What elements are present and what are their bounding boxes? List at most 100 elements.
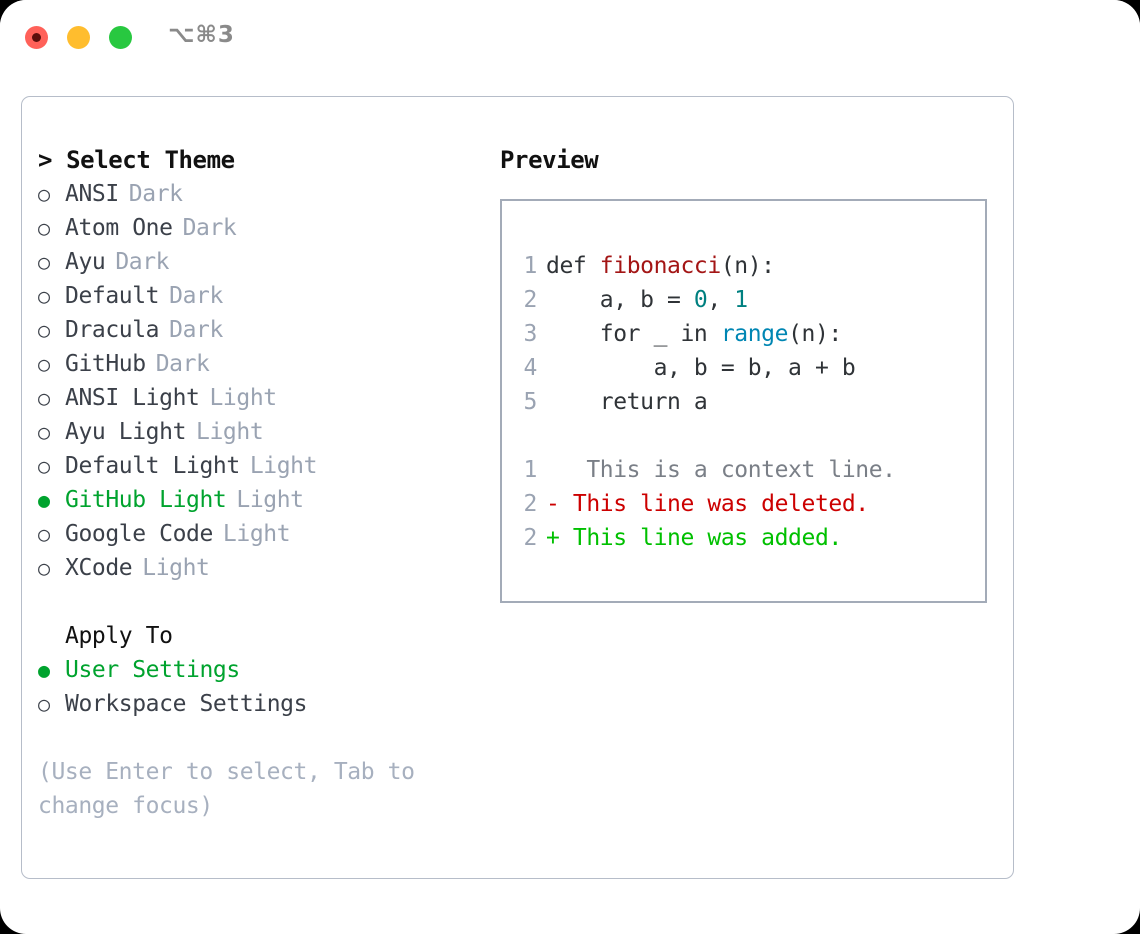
theme-option-tag: Dark [169,283,223,309]
code-token-num: 1 [734,287,748,313]
theme-option-tag: Light [196,419,264,445]
radio-unselected-icon: ○ [38,284,50,308]
apply-option-user-settings[interactable]: ● User Settings [38,653,488,687]
maximize-button[interactable] [109,26,132,49]
theme-option-tag: Dark [115,249,170,275]
column-spacer [38,585,488,619]
code-token-plain: (n): [720,253,775,279]
code-token-plain: , [707,287,735,313]
radio-unselected-icon: ○ [38,522,50,546]
radio-unselected-icon: ○ [38,454,50,478]
code-line-number: 5 [523,389,538,415]
theme-option-label: Ayu [65,249,106,275]
theme-option-github-light[interactable]: ● GitHub Light Light [38,483,488,517]
theme-option-label: Dracula [65,317,160,343]
theme-option-google-code[interactable]: ○ Google Code Light [38,517,488,551]
close-button[interactable] [25,26,48,49]
apply-option-label: User Settings [65,657,240,683]
theme-option-tag: Dark [182,215,237,241]
apply-option-label: Workspace Settings [65,691,308,717]
code-line-number: 1 [523,253,538,279]
diff-line-del: 2 - This line was deleted. [502,487,985,521]
window-controls [25,26,132,49]
theme-option-tag: Light [249,453,318,479]
code-line-number: 3 [523,321,538,347]
apply-to-list[interactable]: ● User Settings ○ Workspace Settings [38,653,488,721]
radio-selected-icon: ● [38,488,50,512]
theme-option-label: ANSI [65,181,119,207]
code-token-plain: a, b = [546,287,694,313]
theme-option-label: XCode [65,555,133,581]
theme-option-label: ANSI Light [65,385,200,411]
theme-option-tag: Light [222,521,291,547]
theme-option-label: Default Light [65,453,240,479]
code-line-text: a, b = 0, 1 [546,283,748,317]
code-line-number: 4 [523,355,538,381]
theme-option-label: GitHub Light [65,487,227,513]
radio-selected-icon: ● [38,658,50,682]
theme-option-ansi-light[interactable]: ○ ANSI Light Light [38,381,488,415]
code-line-text: return a [546,385,708,419]
theme-option-tag: Light [142,555,210,581]
radio-unselected-icon: ○ [38,420,50,444]
minimize-button[interactable] [67,26,90,49]
radio-unselected-icon: ○ [38,216,50,240]
theme-option-default-light[interactable]: ○ Default Light Light [38,449,488,483]
theme-option-tag: Light [209,385,277,411]
diff-line-text: This is a context line. [546,457,896,483]
theme-option-default[interactable]: ○ Default Dark [38,279,488,313]
code-token-call: range [720,321,789,347]
theme-option-atom-one[interactable]: ○ Atom One Dark [38,211,488,245]
select-theme-header: > Select Theme [38,146,235,174]
code-line: 2 a, b = 0, 1 [502,283,985,317]
theme-option-label: Ayu Light [65,419,187,445]
diff-line-number: 2 [523,491,538,517]
theme-option-label: Atom One [65,215,173,241]
theme-option-label: Google Code [65,521,213,547]
diff-line-add: 2+ This line was added. [502,521,985,555]
diff-line-text: - This line was deleted. [546,491,869,517]
theme-option-ayu[interactable]: ○ Ayu Dark [38,245,488,279]
code-token-plain: def [546,253,600,279]
radio-unselected-icon: ○ [38,692,50,716]
code-line-number: 2 [523,287,538,313]
code-line: 4 a, b = b, a + b [502,351,985,385]
radio-unselected-icon: ○ [38,182,50,206]
theme-option-label: GitHub [65,351,146,377]
diff-line-number: 1 [523,457,538,483]
theme-option-label: Default [65,283,160,309]
keyboard-hint-text: (Use Enter to select, Tab to change focu… [38,759,415,819]
code-token-num: 0 [693,287,708,313]
theme-option-ansi[interactable]: ○ ANSI Dark [38,177,488,211]
theme-option-tag: Dark [169,317,223,343]
code-token-plain: return a [546,389,708,415]
apply-option-workspace-settings[interactable]: ○ Workspace Settings [38,687,488,721]
radio-unselected-icon: ○ [38,250,50,274]
code-token-plain: for _ in [546,321,721,347]
theme-option-tag: Light [236,487,304,513]
code-line: 5 return a [502,385,985,419]
code-line-text: a, b = b, a + b [546,351,856,385]
preview-header: Preview [500,146,599,174]
code-line: 3 for _ in range(n): [502,317,985,351]
diff-sample: 1 This is a context line. 2 - This line wa… [502,453,985,555]
code-token-fn: fibonacci [599,253,721,279]
radio-unselected-icon: ○ [38,386,50,410]
theme-option-ayu-light[interactable]: ○ Ayu Light Light [38,415,488,449]
code-line-text: for _ in range(n): [546,317,842,351]
radio-unselected-icon: ○ [38,352,50,376]
code-line: 1 def fibonacci(n): [502,249,985,283]
apply-to-header: Apply To [65,623,173,649]
theme-option-tag: Dark [128,181,183,207]
preview-gap [502,419,985,453]
diff-line-ctx: 1 This is a context line. [502,453,985,487]
keyboard-shortcut-label: ⌥⌘3 [168,22,235,48]
